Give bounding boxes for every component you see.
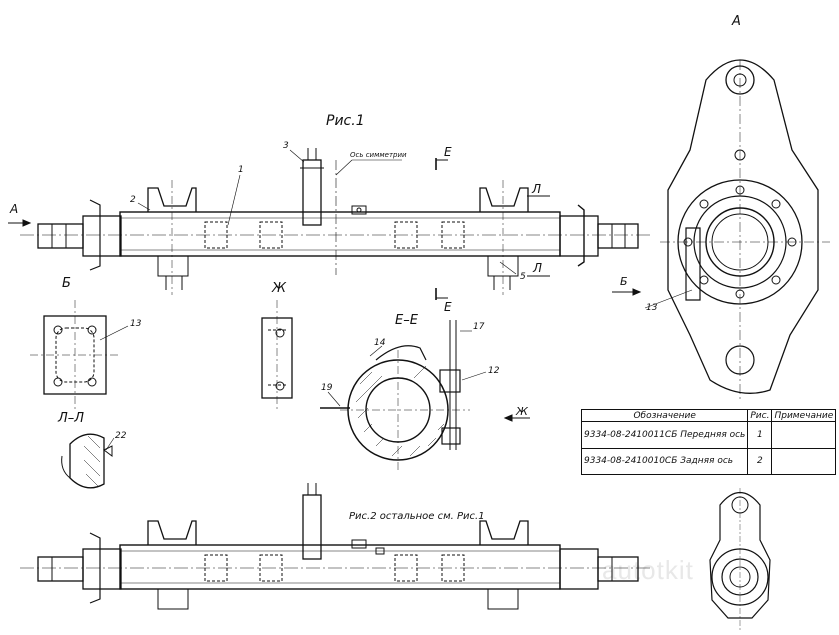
section-ee [320, 320, 530, 470]
specification-table: Обозначение Рис. Примечание 9334-08-2410… [580, 409, 837, 475]
section-ee-title: Е–Е [395, 313, 419, 328]
callout-2: 2 [130, 195, 136, 205]
row2-fig: 2 [747, 447, 773, 475]
callout-5: 5 [520, 272, 526, 282]
view-a-knuckle [612, 59, 830, 400]
fig1-label: Рис.1 [326, 113, 365, 129]
table-row: 9334-08-2410011СБ Передняя ось 1 [580, 421, 837, 449]
arrow-b-label: Б [620, 275, 628, 288]
row1-note [771, 421, 837, 449]
cut-e-bottom: Е [444, 300, 452, 314]
rear-axle-drawing [20, 483, 650, 610]
row1-designation: 9334-08-2410011СБ Передняя ось [580, 421, 749, 449]
row2-designation: 9334-08-2410010СБ Задняя ось [580, 447, 749, 475]
view-a-title: A [731, 14, 741, 29]
row1-fig: 1 [747, 421, 773, 449]
callout-12: 12 [488, 366, 500, 376]
section-ll-title: Л–Л [57, 411, 84, 426]
text-layer: Рис.1 Рис.2 остальное см. Рис.1 A Б Ж Е–… [9, 14, 741, 522]
small-knuckle-view [709, 488, 771, 630]
callout-19: 19 [321, 383, 333, 393]
arrow-a-label: A [9, 202, 18, 216]
header-fig: Рис. [747, 409, 773, 422]
callout-13-view-a: 13 [646, 303, 658, 313]
watermark: autotkit [602, 555, 694, 585]
row2-note [771, 447, 837, 475]
header-designation: Обозначение [580, 409, 749, 422]
callout-22: 22 [115, 431, 127, 441]
cut-e-top: Е [444, 145, 452, 159]
callout-3: 3 [283, 141, 289, 151]
arrow-zh-label: Ж [515, 405, 529, 418]
cut-l-bottom: Л [532, 261, 542, 275]
view-b-title: Б [62, 276, 71, 291]
front-axle-drawing [8, 148, 650, 300]
view-zh-plate [261, 300, 293, 412]
table-row: 9334-08-2410010СБ Задняя ось 2 [580, 447, 837, 475]
callout-14: 14 [374, 338, 386, 348]
view-zh-title: Ж [271, 281, 287, 296]
symmetry-axis-label: Ось симметрии [350, 151, 407, 159]
section-ll [61, 433, 115, 489]
callout-13-view-b: 13 [130, 319, 142, 329]
cut-l-top: Л [531, 182, 541, 196]
callout-1: 1 [238, 165, 244, 175]
callout-17: 17 [473, 322, 485, 332]
header-note: Примечание [771, 409, 837, 422]
fig2-note: Рис.2 остальное см. Рис.1 [349, 511, 485, 522]
view-b-pad [30, 300, 129, 410]
